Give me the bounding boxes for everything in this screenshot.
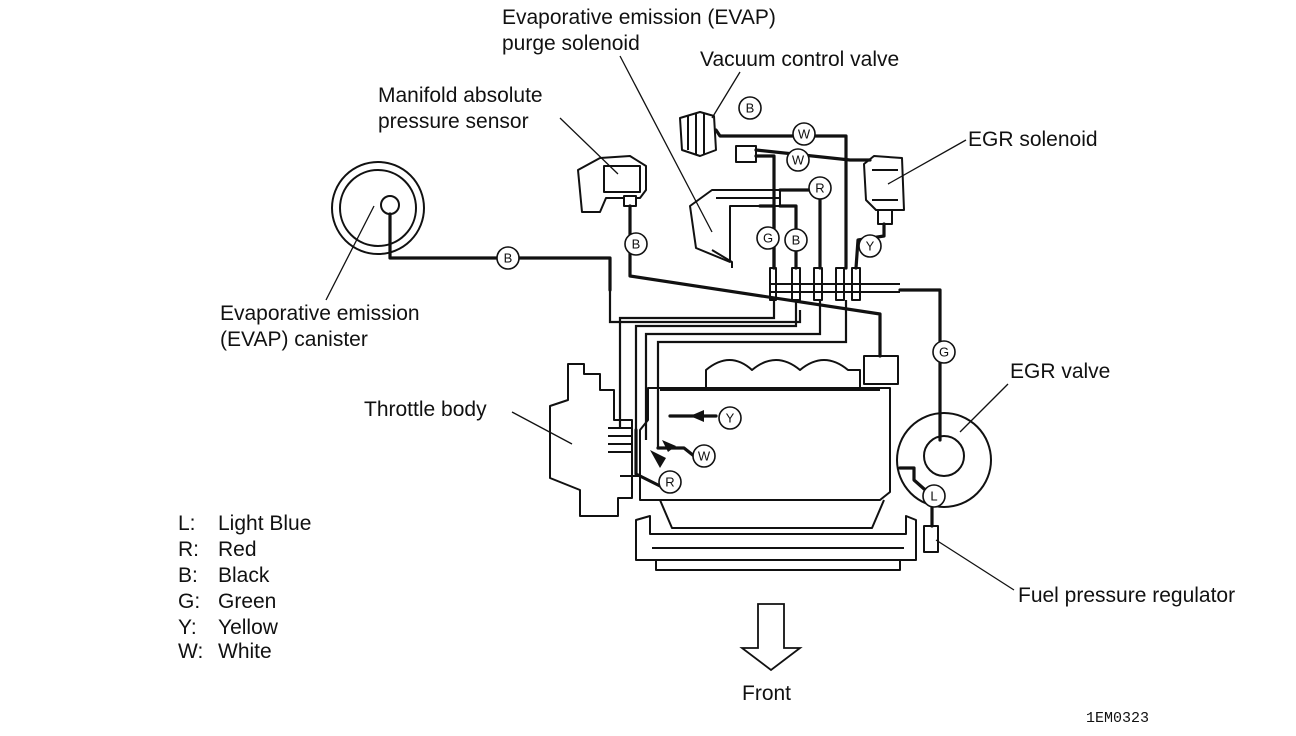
label-vacuum-control-valve: Vacuum control valve	[700, 48, 899, 71]
label-fuel-pressure-regulator: Fuel pressure regulator	[1018, 584, 1235, 607]
hose-tag-vcv-w1: W	[792, 122, 816, 146]
svg-text:B: B	[746, 101, 755, 116]
vacuum-hoses	[388, 128, 942, 528]
egr-solenoid	[863, 155, 905, 225]
hose-tags: B B B W W R G B Y G Y W R L	[496, 96, 956, 508]
legend-value-r: Red	[218, 538, 257, 561]
hose-tag-purge-r: R	[808, 176, 832, 200]
hose-tag-vcv-w2: W	[786, 148, 810, 172]
label-evap-purge-line1: Evaporative emission (EVAP)	[502, 6, 776, 29]
svg-text:B: B	[504, 251, 513, 266]
svg-text:B: B	[632, 237, 641, 252]
svg-text:L: L	[930, 489, 937, 504]
legend-key-b: B:	[178, 564, 198, 587]
svg-text:B: B	[792, 233, 801, 248]
svg-text:Y: Y	[866, 239, 875, 254]
svg-text:W: W	[798, 127, 811, 142]
label-egr-solenoid: EGR solenoid	[968, 128, 1098, 151]
hose-tag-map-b: B	[624, 232, 648, 256]
legend-value-w: White	[218, 640, 272, 663]
legend-value-b: Black	[218, 564, 270, 587]
label-egr-valve: EGR valve	[1010, 360, 1110, 383]
label-evap-purge-line2: purge solenoid	[502, 32, 640, 55]
label-evap-canister-line2: (EVAP) canister	[220, 328, 368, 351]
legend-value-g: Green	[218, 590, 276, 613]
label-map-sensor-line2: pressure sensor	[378, 110, 529, 133]
legend-key-g: G:	[178, 590, 200, 613]
legend-value-l: Light Blue	[218, 512, 311, 535]
hose-tag-purge-b: B	[784, 228, 808, 252]
vacuum-control-valve	[679, 111, 757, 163]
hose-tag-canister-b: B	[496, 246, 520, 270]
legend-key-r: R:	[178, 538, 199, 561]
hose-tag-fpr-l: L	[922, 484, 946, 508]
hose-tag-egr-valve-g: G	[932, 340, 956, 364]
svg-text:R: R	[665, 475, 674, 490]
component-labels: Evaporative emission (EVAP) purge soleno…	[220, 6, 1235, 727]
hose-tag-throttle-y: Y	[718, 406, 742, 430]
legend-key-y: Y:	[178, 616, 197, 639]
label-map-sensor-line1: Manifold absolute	[378, 84, 543, 107]
hose-tag-egr-y: Y	[858, 234, 882, 258]
svg-text:Y: Y	[726, 411, 735, 426]
legend-key-w: W:	[178, 640, 203, 663]
hose-tag-vcv-b: B	[738, 96, 762, 120]
hose-tag-throttle-r: R	[658, 470, 682, 494]
label-throttle-body: Throttle body	[364, 398, 487, 421]
evap-purge-solenoid	[689, 189, 781, 268]
color-legend: L: Light Blue R: Red B: Black G: Green Y…	[178, 512, 311, 663]
evap-canister	[331, 161, 425, 255]
svg-text:W: W	[792, 153, 805, 168]
map-sensor	[577, 155, 647, 213]
egr-valve	[896, 412, 992, 508]
throttle-arrows	[650, 410, 704, 468]
front-arrow	[739, 603, 803, 672]
fuel-pressure-regulator	[923, 525, 939, 553]
leader-lines	[325, 55, 1015, 591]
intake-manifold	[635, 355, 917, 571]
hose-tag-throttle-w: W	[692, 444, 716, 468]
label-evap-canister-line1: Evaporative emission	[220, 302, 420, 325]
svg-text:R: R	[815, 181, 824, 196]
svg-text:W: W	[698, 449, 711, 464]
legend-key-l: L:	[178, 512, 196, 535]
hose-connector-block	[769, 267, 900, 301]
label-front: Front	[742, 682, 791, 705]
svg-text:G: G	[763, 231, 773, 246]
legend-value-y: Yellow	[218, 616, 279, 639]
svg-text:G: G	[939, 345, 949, 360]
figure-code: 1EM0323	[1086, 710, 1149, 727]
hose-tag-purge-g: G	[756, 226, 780, 250]
